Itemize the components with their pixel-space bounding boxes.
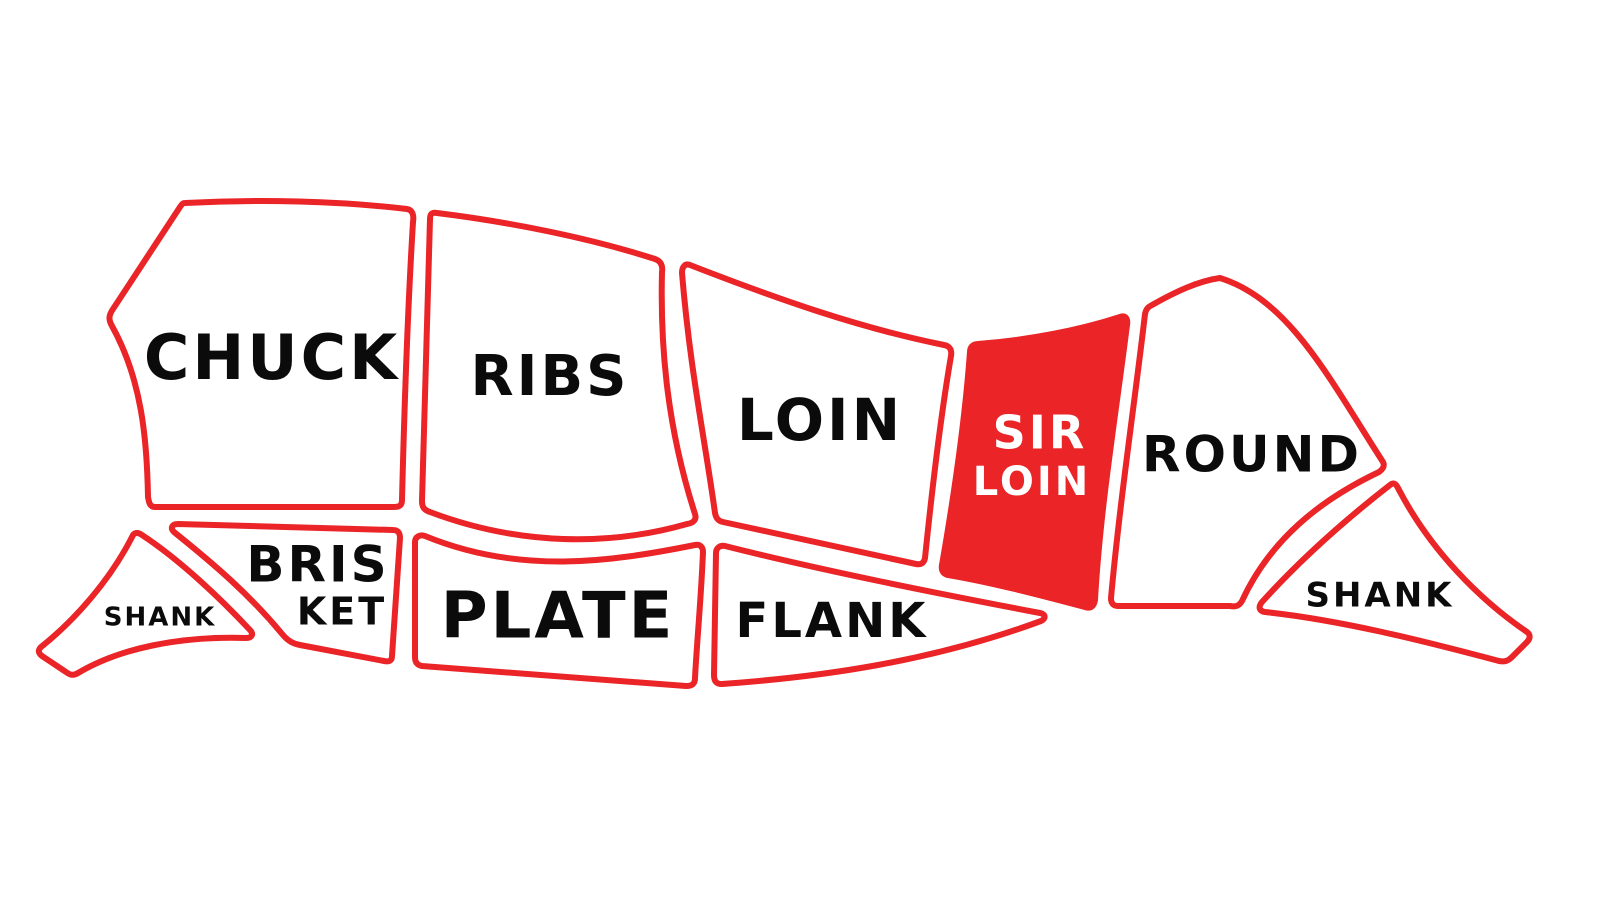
cut-plate[interactable]: PLATE	[412, 532, 706, 689]
cut-fore-shank-shape[interactable]	[35, 529, 256, 678]
cut-loin[interactable]: LOIN	[679, 261, 955, 568]
cut-chuck[interactable]: CHUCK	[106, 198, 417, 510]
cut-ribs[interactable]: RIBS	[419, 209, 699, 543]
cut-chuck-shape[interactable]	[106, 198, 417, 510]
cut-brisket-shape[interactable]	[168, 521, 403, 665]
cut-flank-shape[interactable]	[711, 542, 1048, 687]
cut-plate-shape[interactable]	[412, 532, 706, 689]
cut-sirloin-shape[interactable]	[938, 313, 1131, 611]
cut-sirloin[interactable]: SIR LOIN	[938, 313, 1131, 611]
cut-round-shape[interactable]	[1108, 275, 1387, 610]
cut-hind-shank-shape[interactable]	[1256, 480, 1533, 665]
cut-loin-shape[interactable]	[679, 261, 955, 568]
cut-ribs-shape[interactable]	[419, 209, 699, 543]
